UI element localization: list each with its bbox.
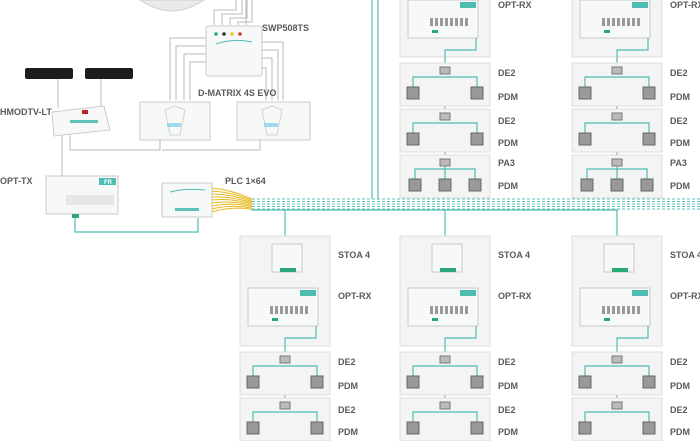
row-label: DE2: [498, 116, 516, 126]
row-label: PDM: [670, 381, 690, 391]
outlet-icon: [406, 421, 420, 435]
coax-wires: [57, 0, 284, 178]
row-label: OPT-RX: [498, 0, 532, 10]
row-label: PA3: [498, 158, 515, 168]
outlet-icon: [642, 132, 656, 146]
row-label: OPT-RX: [670, 0, 700, 10]
row-label: STOA 4: [670, 250, 700, 260]
row-label: PDM: [670, 92, 690, 102]
outlet-icon: [642, 421, 656, 435]
outlet-icon: [310, 421, 324, 435]
outlet-icon: [470, 86, 484, 100]
row-label: DE2: [338, 405, 356, 415]
outlet-icon: [470, 132, 484, 146]
matrix-device: [236, 101, 311, 141]
row-label: DE2: [498, 405, 516, 415]
outlet-icon: [640, 178, 654, 192]
splitter-tap-icon: [439, 112, 451, 121]
outlet-icon: [406, 86, 420, 100]
row-label: PDM: [498, 138, 518, 148]
splitter-tap-icon: [611, 158, 623, 167]
row-label: PDM: [670, 427, 690, 437]
row-label: OPT-RX: [338, 291, 372, 301]
outlet-icon: [642, 375, 656, 389]
outlet-icon: [438, 178, 452, 192]
splitter-tap-icon: [611, 66, 623, 75]
outlet-icon: [310, 375, 324, 389]
outlet-icon: [610, 178, 624, 192]
row-label: PDM: [498, 427, 518, 437]
row-label: DE2: [670, 357, 688, 367]
splitter-tap-icon: [439, 355, 451, 364]
row-label: PDM: [498, 381, 518, 391]
outlet-icon: [406, 375, 420, 389]
row-label: DE2: [670, 68, 688, 78]
row-label: PDM: [338, 381, 358, 391]
row-label: DE2: [670, 116, 688, 126]
transmitter-label: OPT-TX: [0, 176, 33, 186]
outlet-icon: [406, 132, 420, 146]
outlet-icon: [578, 132, 592, 146]
splitter-tap-icon: [439, 401, 451, 410]
splitter-tap-icon: [439, 158, 451, 167]
set-top-box: [25, 68, 73, 79]
row-label: STOA 4: [498, 250, 530, 260]
row-label: PDM: [498, 92, 518, 102]
outlet-icon: [246, 421, 260, 435]
set-top-box: [85, 68, 133, 79]
row-label: DE2: [498, 357, 516, 367]
splitter-tap-icon: [439, 66, 451, 75]
row-label: PA3: [670, 158, 687, 168]
fiber-bundle: [211, 0, 700, 236]
row-label: DE2: [670, 405, 688, 415]
optical-transmitter-device: FR: [45, 175, 119, 218]
row-label: STOA 4: [338, 250, 370, 260]
splitter-tap-icon: [279, 355, 291, 364]
outlet-icon: [580, 178, 594, 192]
row-label: PDM: [670, 181, 690, 191]
row-label: PDM: [670, 138, 690, 148]
multiswitch-device: [205, 25, 263, 77]
switch-label: SWP508TS: [262, 23, 309, 33]
row-label: DE2: [498, 68, 516, 78]
splitter-label: PLC 1×64: [225, 176, 266, 186]
plc-splitter-device: [161, 182, 213, 218]
svg-text:FR: FR: [104, 180, 113, 186]
row-label: DE2: [338, 357, 356, 367]
outlet-icon: [578, 375, 592, 389]
outlet-icon: [578, 421, 592, 435]
outlet-icon: [246, 375, 260, 389]
splitter-tap-icon: [279, 401, 291, 410]
splitter-tap-icon: [611, 401, 623, 410]
outlet-icon: [470, 421, 484, 435]
modulator-device: [51, 105, 111, 137]
matrix-label: D-MATRIX 4S EVO: [198, 88, 276, 98]
outlet-icon: [578, 86, 592, 100]
outlet-icon: [468, 178, 482, 192]
row-label: PDM: [338, 427, 358, 437]
outlet-icon: [408, 178, 422, 192]
matrix-device: [139, 101, 211, 141]
row-label: OPT-RX: [498, 291, 532, 301]
row-label: PDM: [498, 181, 518, 191]
modulator-label: HMODTV-LT: [0, 107, 52, 117]
splitter-tap-icon: [611, 112, 623, 121]
outlet-icon: [470, 375, 484, 389]
row-label: OPT-RX: [670, 291, 700, 301]
satellite-dish-icon: [139, 0, 205, 12]
outlet-icon: [642, 86, 656, 100]
splitter-tap-icon: [611, 355, 623, 364]
